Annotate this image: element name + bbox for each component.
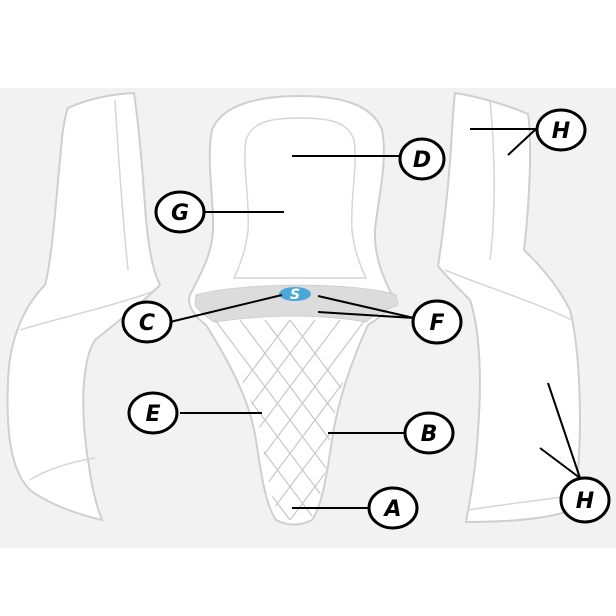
leader-h-bottom-2 xyxy=(539,447,581,479)
callout-f: F xyxy=(411,299,463,345)
callout-c: C xyxy=(121,300,173,344)
callout-h-bottom: H xyxy=(559,476,611,524)
callout-e: E xyxy=(127,391,179,435)
callout-d: D xyxy=(398,137,446,181)
leader-h-top-2 xyxy=(507,128,537,156)
callout-g: G xyxy=(154,190,206,234)
svg-text:G: G xyxy=(171,201,189,226)
svg-text:H: H xyxy=(576,489,594,514)
svg-text:B: B xyxy=(421,422,438,447)
logo-letter: S xyxy=(290,287,300,303)
leader-lines xyxy=(169,128,581,509)
svg-text:E: E xyxy=(145,402,160,427)
leader-f-lower xyxy=(317,311,415,319)
trim-band xyxy=(194,284,399,323)
callout-a: A xyxy=(367,486,419,530)
svg-text:H: H xyxy=(552,119,570,144)
leader-f-upper xyxy=(317,295,415,319)
left-side-panel xyxy=(6,91,162,522)
svg-text:A: A xyxy=(382,497,401,522)
callout-h-top: H xyxy=(535,108,587,152)
logo-badge: S xyxy=(279,287,311,303)
svg-text:F: F xyxy=(429,311,444,336)
leader-c xyxy=(169,294,283,323)
svg-text:D: D xyxy=(413,148,431,173)
callout-b: B xyxy=(403,411,455,455)
svg-text:C: C xyxy=(139,311,155,336)
leader-h-bottom-1 xyxy=(547,382,581,479)
